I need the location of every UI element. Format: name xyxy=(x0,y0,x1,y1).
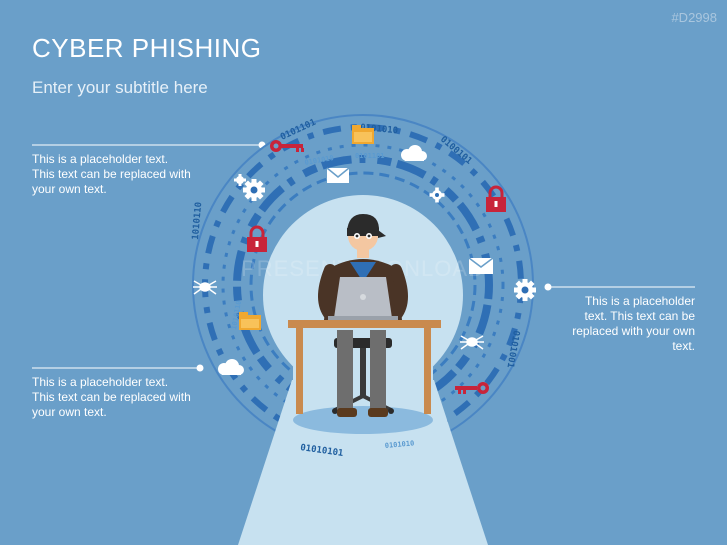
hacker-figure xyxy=(288,214,441,417)
gear-icon-3 xyxy=(514,279,536,301)
binary-outer-top-left: 0101101 xyxy=(279,118,318,143)
envelope-icon-2 xyxy=(468,257,494,274)
spider-icon xyxy=(193,280,217,295)
callout-text-bottom-left: This is a placeholder text. This text ca… xyxy=(32,375,191,419)
binary-outer-left: 1010110 xyxy=(191,202,204,241)
key-icon xyxy=(270,140,304,152)
padlock-icon-2 xyxy=(247,225,267,252)
callout-text-right: This is a placeholder text. This text ca… xyxy=(572,294,695,353)
connector-lines xyxy=(32,141,695,372)
binary-outer-right: 0101001 xyxy=(504,329,520,368)
spider-icon-2 xyxy=(460,335,484,350)
slide-code: #D2998 xyxy=(671,10,717,25)
envelope-icon xyxy=(326,167,350,183)
gear-icon xyxy=(243,179,265,201)
gear-icon-2 xyxy=(429,187,445,203)
padlock-icon xyxy=(486,185,506,212)
small-gear-icon xyxy=(234,174,246,186)
cloud-icon-2 xyxy=(218,359,244,375)
slide-subtitle: Enter your subtitle here xyxy=(32,78,208,97)
cloud-icon xyxy=(401,145,427,161)
slide-title: CYBER PHISHING xyxy=(32,33,262,63)
folder-icon xyxy=(352,125,374,144)
key-icon-2 xyxy=(455,382,489,394)
callout-text-top-left: This is a placeholder text. This text ca… xyxy=(32,152,191,196)
binary-inner-d: 0101010 xyxy=(384,439,414,450)
folder-icon-2 xyxy=(239,312,261,330)
binary-inner-b: 0101101 xyxy=(355,152,385,160)
